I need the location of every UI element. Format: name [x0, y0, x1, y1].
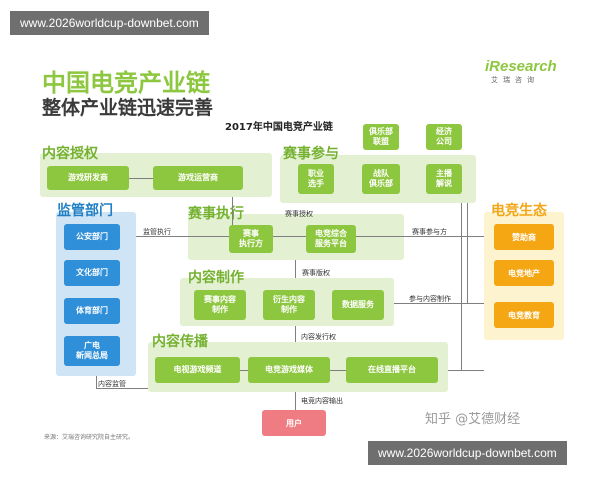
- line-eco-dist: [448, 370, 484, 371]
- club-league-box: 俱乐部 联盟: [363, 124, 399, 150]
- event-execution-title: 赛事执行: [188, 206, 244, 222]
- agency-box: 经济 公司: [426, 124, 462, 150]
- line-content-supervise: [96, 388, 148, 389]
- esports-education-box: 电竞教育: [494, 302, 554, 328]
- live-platform-box: 在线直播平台: [346, 357, 438, 383]
- line-supervise: [136, 236, 229, 237]
- content-production-title: 内容制作: [188, 270, 244, 286]
- police-box: 公安部门: [64, 224, 120, 250]
- game-operator-box: 游戏运营商: [153, 166, 243, 190]
- content-license-title: 内容授权: [42, 146, 98, 162]
- host-commentator-box: 主播 解说: [426, 164, 462, 194]
- logo-cn: 艾瑞咨询: [491, 76, 539, 84]
- team-club-box: 战队 俱乐部: [362, 164, 400, 194]
- user-box: 用户: [262, 410, 326, 436]
- line-dist-1: [240, 370, 248, 371]
- label-event-copyright: 赛事版权: [302, 269, 330, 277]
- line-dev-to-op: [129, 178, 153, 179]
- iresearch-logo: iResearch 艾瑞咨询: [485, 58, 557, 85]
- line-join-production: [394, 303, 484, 304]
- label-supervise-execution: 监管执行: [143, 228, 171, 236]
- chart-title: 2017年中国电竞产业链: [225, 122, 333, 133]
- content-distribution-title: 内容传播: [152, 334, 208, 350]
- esports-realestate-box: 电竞地产: [494, 260, 554, 286]
- regulation-title: 监管部门: [57, 203, 113, 219]
- event-executor-box: 赛事 执行方: [229, 225, 273, 253]
- label-event-license: 赛事授权: [285, 210, 313, 218]
- source-note: 来源：艾瑞咨询研究院自主研究。: [44, 434, 135, 441]
- ecosystem-title: 电竞生态: [491, 203, 547, 219]
- event-participation-title: 赛事参与: [283, 146, 339, 162]
- tv-channel-box: 电视游戏频道: [155, 357, 240, 383]
- data-service-box: 数据服务: [332, 290, 384, 320]
- label-content-publish: 内容发行权: [301, 333, 336, 341]
- line-license-down: [232, 197, 233, 227]
- culture-box: 文化部门: [64, 260, 120, 286]
- watermark-top: www.2026worldcup-downbet.com: [10, 11, 209, 35]
- main-title: 中国电竞产业链: [42, 69, 210, 97]
- line-output: [295, 392, 296, 410]
- event-content-box: 赛事内容 制作: [194, 290, 246, 320]
- watermark-bottom: www.2026worldcup-downbet.com: [368, 441, 567, 465]
- line-exec-platform: [273, 236, 306, 237]
- line-host-down: [461, 203, 462, 370]
- label-join-production: 参与内容制作: [409, 295, 451, 303]
- event-execution-panel: [188, 214, 404, 260]
- sub-title: 整体产业链迅速完善: [42, 97, 214, 119]
- label-event-join: 赛事参与方: [412, 228, 447, 236]
- broadcast-box: 广电 新闻总局: [64, 336, 120, 366]
- label-content-supervise: 内容监管: [98, 380, 126, 388]
- line-eco-exec: [356, 236, 484, 237]
- derivative-content-box: 衍生内容 制作: [263, 290, 315, 320]
- service-platform-box: 电竞综合 服务平台: [306, 225, 356, 253]
- line-host-down-2: [467, 203, 468, 303]
- line-reg-down: [96, 376, 97, 388]
- pro-player-box: 职业 选手: [298, 164, 334, 194]
- line-dist-2: [330, 370, 346, 371]
- line-publish: [295, 326, 296, 342]
- label-esports-output: 电竞内容输出: [301, 397, 343, 405]
- sports-box: 体育部门: [64, 298, 120, 324]
- zhihu-watermark: 知乎 @艾德财经: [425, 412, 521, 427]
- esports-media-box: 电竞游戏媒体: [248, 357, 330, 383]
- logo-brand: iResearch: [485, 58, 557, 75]
- sponsor-box: 赞助商: [494, 224, 554, 250]
- game-developer-box: 游戏研发商: [47, 166, 129, 190]
- line-copyright: [295, 260, 296, 278]
